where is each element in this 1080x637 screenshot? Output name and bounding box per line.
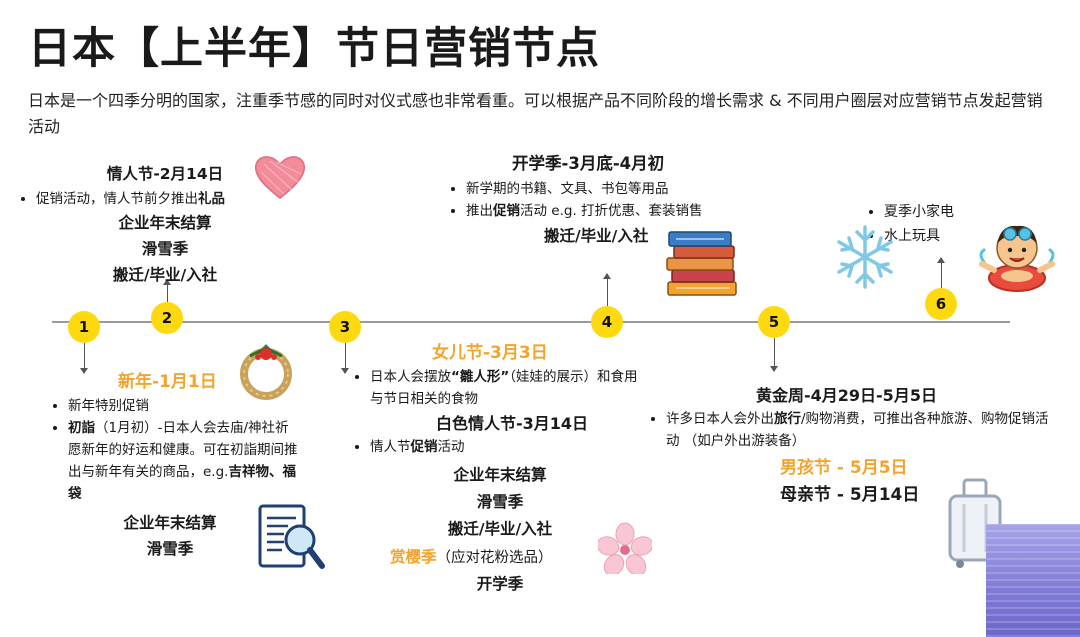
connector-4 — [603, 273, 611, 306]
node3-bullet-1-rest: （娃娃的展示）和食用与节日相关的食物 — [370, 369, 638, 407]
cherry-blossom-icon — [598, 522, 652, 574]
node1-label-1: 企业年末结算 — [123, 514, 217, 532]
node3-bullets-2: 情人节促销活动 — [354, 436, 644, 458]
node5-bullets: 许多日本人会外出旅行/购物消费，可推出各种旅游、购物促销活动 （如户外出游装备） — [650, 408, 1050, 452]
node5-bullet-1-text: 许多日本人会外出 — [666, 411, 774, 427]
node2-label-3: 搬迁/毕业/入社 — [112, 266, 218, 284]
node6-bullet-1: 夏季小家电 — [884, 200, 1008, 224]
node1-bullet-2-tail: 吉祥物、福袋 — [68, 464, 296, 502]
node1-bullet-1: 新年特别促销 — [68, 395, 300, 417]
node5-label-1: 男孩节 - 5月5日 — [780, 458, 908, 478]
timeline-node-1: 1 — [68, 311, 100, 343]
node2-heading: 情人节-2月14日 — [106, 165, 224, 183]
intro-text: 日本是一个四季分明的国家，注重季节感的同时对仪式感也非常看重。可以根据产品不同阶… — [28, 91, 1043, 136]
document-magnifier-icon — [258, 504, 325, 569]
page-title: 日本【上半年】节日营销节点 — [28, 24, 600, 74]
node4-bullet-2: 推出促销活动 e.g. 打折优惠、套装销售 — [466, 200, 770, 222]
node4-bullet-1: 新学期的书籍、文具、书包等用品 — [466, 178, 770, 200]
connector-2 — [163, 279, 171, 302]
node3-bullet-1-text: 日本人会摆放 — [370, 369, 451, 385]
books-icon — [666, 231, 737, 296]
node3-bullet-2-text: 情人节 — [370, 439, 411, 455]
node2-bullet-1-bold: 礼品 — [198, 191, 225, 207]
node5-bullet-1: 许多日本人会外出旅行/购物消费，可推出各种旅游、购物促销活动 （如户外出游装备） — [666, 408, 1050, 452]
connector-6 — [937, 257, 945, 288]
node2-label-1: 企业年末结算 — [118, 214, 212, 232]
corner-overlay — [986, 524, 1080, 637]
node4-heading: 开学季-3月底-4月初 — [512, 154, 665, 173]
node2-bullets: 促销活动，情人节前夕推出礼品 — [20, 188, 300, 210]
node1-heading: 新年-1月1日 — [118, 372, 217, 392]
node3-bullet-1-bold: “雛人形” — [451, 369, 510, 385]
node2-bullet-1-text: 促销活动，情人节前夕推出 — [36, 191, 198, 207]
node2-label-2: 滑雪季 — [141, 240, 189, 258]
timeline-node-3: 3 — [329, 311, 361, 343]
node3-bullet-1: 日本人会摆放“雛人形”（娃娃的展示）和食用与节日相关的食物 — [370, 366, 644, 410]
node3-sakura-label: 赏樱季 — [390, 548, 437, 566]
wreath-icon — [240, 344, 292, 400]
corner-overlay-stripes — [986, 524, 1080, 637]
timeline-node-2: 2 — [151, 302, 183, 334]
timeline-node-4: 4 — [591, 306, 623, 338]
node1-bullets: 新年特别促销 初詣（1月初）-日本人会去庙/神社祈愿新年的好运和健康。可在初詣期… — [52, 395, 300, 505]
node5-label-2: 母亲节 - 5月14日 — [780, 485, 920, 505]
node3-heading-2: 白色情人节-3月14日 — [436, 414, 589, 433]
node4-bullets: 新学期的书籍、文具、书包等用品 推出促销活动 e.g. 打折优惠、套装销售 — [450, 178, 770, 222]
node3-bullet-2-bold: 促销 — [410, 439, 438, 455]
node4-bullet-2-rest: 活动 e.g. 打折优惠、套装销售 — [520, 203, 703, 219]
node3-label-1: 企业年末结算 — [453, 466, 547, 484]
node3-heading: 女儿节-3月3日 — [432, 343, 548, 363]
node5-bullet-1-bold: 旅行 — [774, 411, 801, 427]
node3-sakura-note: （应对花粉选品） — [436, 550, 553, 566]
node5-bullet-1-rest: /购物消费，可推出各种旅游、购物促销活动 （如户外出游装备） — [666, 411, 1049, 449]
connector-5 — [770, 338, 778, 372]
node1-bullet-2-text: （1月初）-日本人会去庙/神社祈愿新年的好运和健康。可在初詣期间推出与新年有关的… — [68, 420, 298, 480]
snowflake-icon — [837, 225, 893, 289]
timeline-node-6: 6 — [925, 288, 957, 320]
node3-label-3: 搬迁/毕业/入社 — [447, 520, 553, 538]
node3-sakura-line: 赏樱季（应对花粉选品） — [390, 544, 553, 571]
node4-bullet-2-text: 推出 — [466, 203, 493, 219]
node1-bullet-2: 初詣（1月初）-日本人会去庙/神社祈愿新年的好运和健康。可在初詣期间推出与新年有… — [68, 417, 300, 505]
node1-bullet-2-bold: 初詣 — [68, 420, 95, 436]
heart-icon — [254, 156, 306, 199]
node6-bullets: 夏季小家电 水上玩具 — [868, 200, 1008, 248]
node3-bullet-2-rest: 活动 — [437, 439, 465, 455]
node5-heading: 黄金周-4月29日-5月5日 — [756, 386, 937, 405]
node2-block: 情人节-2月14日 — [30, 162, 300, 186]
node6-bullet-2: 水上玩具 — [884, 224, 1008, 248]
node1-label-2: 滑雪季 — [146, 540, 194, 558]
timeline-axis — [52, 321, 1010, 323]
connector-3 — [341, 343, 349, 374]
node2-bullet-1: 促销活动，情人节前夕推出礼品 — [36, 188, 300, 210]
node3-label-4: 开学季 — [476, 575, 524, 593]
swimming-kid-icon — [979, 225, 1055, 292]
node3-label-2: 滑雪季 — [476, 493, 524, 511]
node4-bullet-2-bold: 促销 — [493, 203, 520, 219]
node3-bullet-2: 情人节促销活动 — [370, 436, 644, 458]
connector-1 — [80, 343, 88, 374]
node4-label-1: 搬迁/毕业/入社 — [544, 227, 649, 245]
node3-bullets-1: 日本人会摆放“雛人形”（娃娃的展示）和食用与节日相关的食物 — [354, 366, 644, 410]
timeline-node-5: 5 — [758, 306, 790, 338]
